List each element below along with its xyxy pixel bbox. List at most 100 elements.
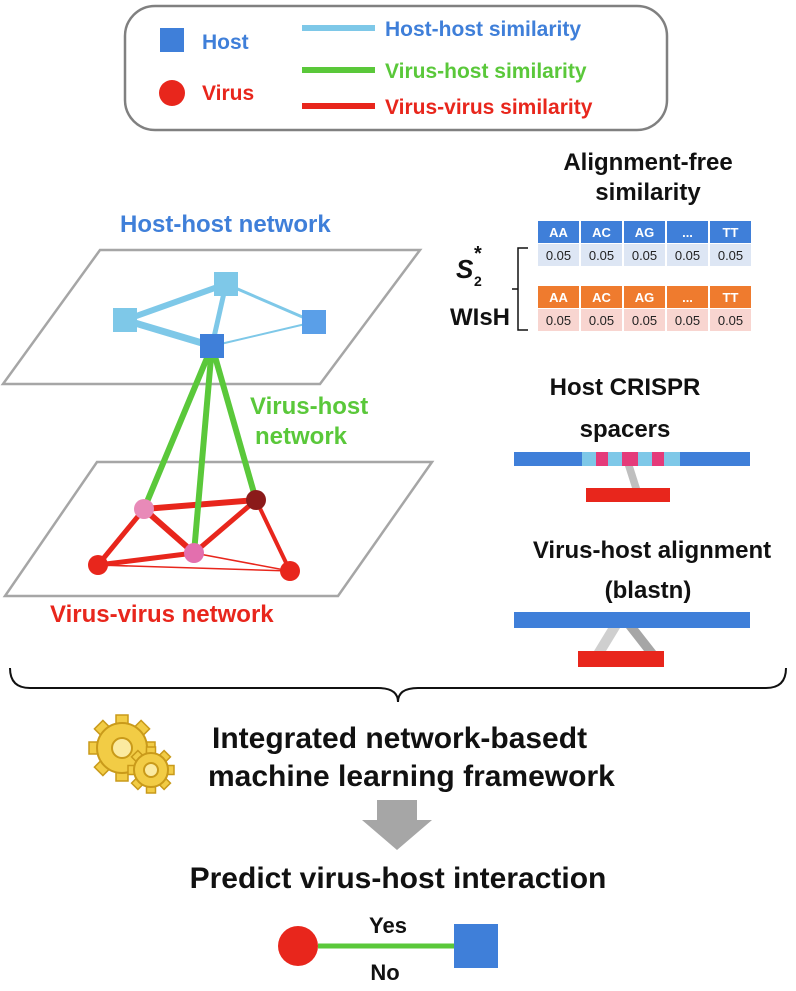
- table-value-cell: [581, 309, 622, 331]
- crispr-spacer: [652, 452, 664, 466]
- table-value-cell: [667, 244, 708, 266]
- virus-circle-icon: [278, 926, 318, 966]
- virus-virus-network-title: Virus-virus network: [50, 601, 274, 628]
- vv-edge: [97, 550, 195, 568]
- s2-subscript: 2: [474, 273, 482, 289]
- s2-symbol: S: [456, 254, 474, 284]
- table-bracket: [512, 247, 528, 331]
- table-header-label: AC: [592, 290, 611, 305]
- virus-genome-bar: [586, 488, 670, 502]
- vv-edge: [142, 506, 196, 556]
- table-value-cell: [538, 309, 579, 331]
- table-header-label: AG: [635, 225, 655, 240]
- vh-edge: [141, 344, 215, 511]
- vh-edge: [191, 345, 215, 554]
- interaction-example: Yes No: [278, 913, 498, 985]
- wish-label: WIsH: [450, 304, 510, 331]
- crispr-match-link: [625, 466, 640, 488]
- table-value-cell: [581, 244, 622, 266]
- down-arrow-icon: [362, 800, 432, 850]
- crispr-illustration: [514, 452, 750, 502]
- table-value-cell: [624, 309, 665, 331]
- table-value-label: 0.05: [546, 248, 571, 263]
- crispr-repeat: [582, 452, 596, 466]
- crispr-repeat: [608, 452, 622, 466]
- crispr-spacer: [596, 452, 608, 466]
- table-value-label: 0.05: [675, 313, 700, 328]
- table-value-label: 0.05: [718, 313, 743, 328]
- table-header-cell: [538, 286, 579, 308]
- host-node: [200, 334, 224, 358]
- blast-title-line1: Virus-host alignment: [533, 537, 771, 564]
- host-plane: [0, 248, 423, 386]
- table-header-label: ...: [682, 290, 693, 305]
- virus-circle-icon: [159, 80, 185, 106]
- yes-label: Yes: [369, 913, 407, 938]
- table-value-cell: [667, 309, 708, 331]
- table-value-label: 0.05: [718, 248, 743, 263]
- vv-edge: [96, 507, 146, 567]
- virus-virus-edges: [96, 497, 292, 572]
- table-header-cell: [624, 286, 665, 308]
- table-value-cell: [710, 244, 751, 266]
- table-value-label: 0.05: [589, 313, 614, 328]
- alignment-free-title-line1: Alignment-free: [563, 149, 732, 176]
- alignment-link: [594, 628, 620, 651]
- hh-edge: [123, 316, 214, 350]
- blast-title-line2: (blastn): [605, 577, 692, 604]
- crispr-repeat: [664, 452, 680, 466]
- integration-brace: [9, 667, 787, 703]
- legend-frame: [123, 4, 669, 132]
- framework-line1: Integrated network-basedt: [212, 722, 587, 755]
- virus-node: [184, 543, 204, 563]
- crispr-title-line2: spacers: [580, 416, 671, 443]
- legend-host-label: Host: [202, 31, 249, 54]
- virus-nodes: [88, 490, 300, 581]
- virus-node: [280, 561, 300, 581]
- host-node: [113, 308, 137, 332]
- table-value-cell: [538, 244, 579, 266]
- crispr-spacer: [622, 452, 638, 466]
- table-header-cell: [581, 221, 622, 243]
- virus-host-network-title-line2: network: [255, 423, 348, 450]
- table-header-cell: [667, 221, 708, 243]
- table-header-label: AA: [549, 290, 568, 305]
- host-square-icon: [454, 924, 498, 968]
- vv-edge: [192, 498, 258, 555]
- vv-edge: [193, 552, 291, 572]
- table-value-label: 0.05: [675, 248, 700, 263]
- legend-virus-label: Virus: [202, 82, 254, 105]
- table-header-label: TT: [723, 290, 739, 305]
- virus-host-network-title-line1: Virus-host: [250, 393, 368, 420]
- virus-genome-bar: [578, 651, 664, 667]
- gear-icon-small: [127, 746, 175, 794]
- virus-node: [246, 490, 266, 510]
- gear-icon: [88, 714, 156, 782]
- host-node: [302, 310, 326, 334]
- blast-illustration: [514, 612, 750, 667]
- table-value-label: 0.05: [632, 248, 657, 263]
- host-genome-bar: [514, 612, 750, 628]
- host-square-icon: [160, 28, 184, 52]
- table-header-label: AG: [635, 290, 655, 305]
- virus-node: [88, 555, 108, 575]
- alignment-free-title-line2: similarity: [595, 179, 701, 206]
- crispr-title-line1: Host CRISPR: [550, 374, 701, 401]
- vv-edge: [254, 499, 292, 572]
- legend-virus-host-label: Virus-host similarity: [385, 60, 587, 83]
- table-header-cell: [538, 221, 579, 243]
- hh-edge: [211, 321, 315, 347]
- s2-superscript: *: [474, 243, 482, 265]
- framework-line2: machine learning framework: [208, 760, 615, 793]
- table-value-cell: [624, 244, 665, 266]
- table-header-label: ...: [682, 225, 693, 240]
- table-value-label: 0.05: [546, 313, 571, 328]
- host-node: [214, 272, 238, 296]
- table-header-cell: [581, 286, 622, 308]
- table-value-label: 0.05: [589, 248, 614, 263]
- s2-star-label: S 2 *: [456, 243, 482, 289]
- virus-node: [134, 499, 154, 519]
- host-nodes: [113, 272, 326, 358]
